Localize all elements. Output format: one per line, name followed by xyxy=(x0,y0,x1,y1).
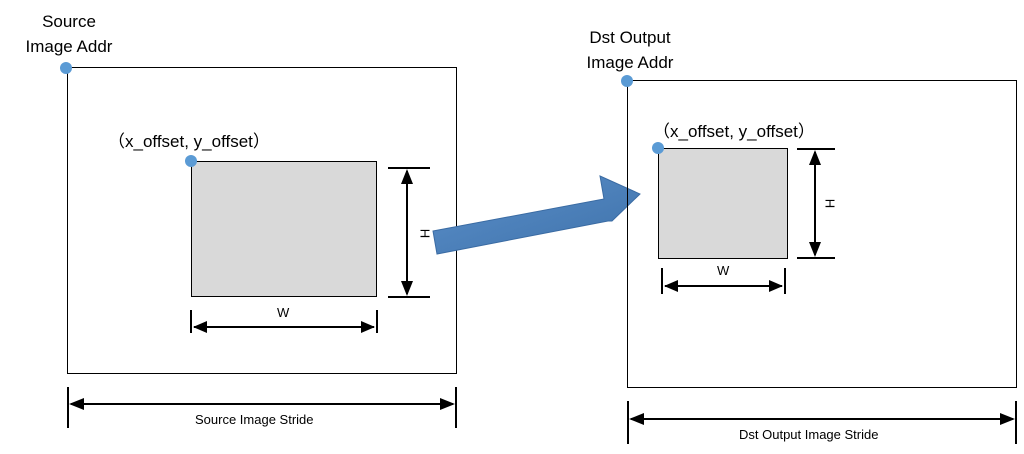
destination-offset-point xyxy=(652,142,664,154)
destination-width-label: W xyxy=(717,263,730,278)
source-width-dimension xyxy=(190,310,378,333)
source-addr-line-1: Source xyxy=(42,12,96,31)
destination-addr-point xyxy=(621,75,633,87)
source-region-box xyxy=(191,161,377,297)
destination-addr-line-1: Dst Output xyxy=(589,28,671,47)
source-addr-label: Source Image Addr xyxy=(14,9,124,59)
source-offset-point xyxy=(185,155,197,167)
source-stride-dimension xyxy=(67,387,457,428)
source-addr-point xyxy=(60,62,72,74)
transfer-arrow xyxy=(432,175,641,255)
destination-region-box xyxy=(658,148,788,259)
source-image-frame xyxy=(67,67,457,374)
destination-width-dimension xyxy=(661,268,786,294)
destination-addr-label: Dst Output Image Addr xyxy=(570,25,690,75)
destination-stride-dimension xyxy=(627,401,1017,444)
source-width-label: W xyxy=(277,305,290,320)
source-addr-line-2: Image Addr xyxy=(25,37,113,56)
source-offset-label: （x_offset, y_offset） xyxy=(108,132,270,151)
source-height-dimension xyxy=(388,167,430,298)
destination-addr-line-2: Image Addr xyxy=(586,53,674,72)
destination-height-label: H xyxy=(822,198,838,209)
destination-offset-label: （x_offset, y_offset） xyxy=(653,122,815,141)
destination-image-frame xyxy=(627,80,1017,388)
destination-height-dimension xyxy=(797,148,835,259)
source-stride-label: Source Image Stride xyxy=(195,412,314,427)
source-height-label: H xyxy=(417,228,433,239)
destination-stride-label: Dst Output Image Stride xyxy=(739,427,879,442)
